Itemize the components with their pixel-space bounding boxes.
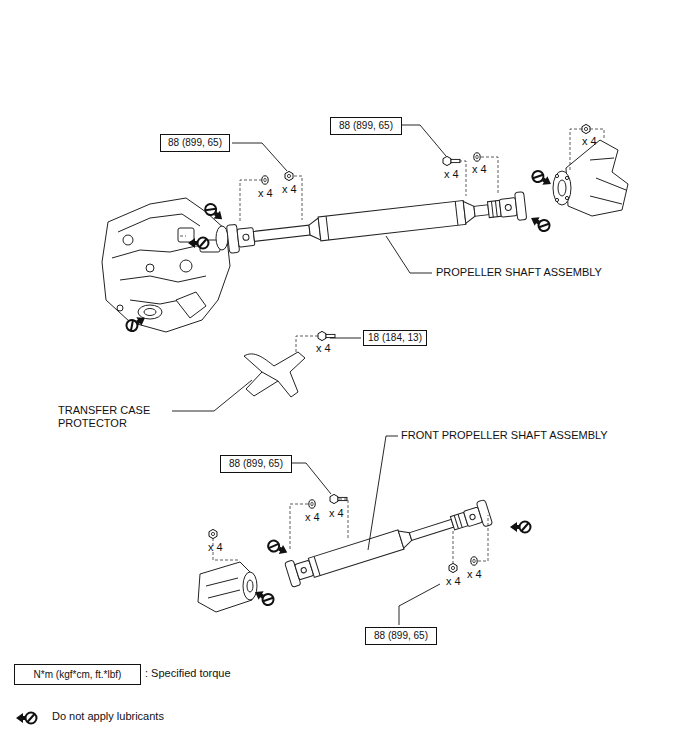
- quantity-label: x 4: [305, 511, 320, 524]
- torque-value: 88 (899, 65): [168, 137, 222, 149]
- legend-text: : Specified torque: [145, 667, 231, 679]
- quantity-label: x 4: [316, 342, 331, 355]
- propeller-shaft: [226, 192, 526, 254]
- legend-text: Do not apply lubricants: [52, 710, 164, 722]
- torque-box: 88 (899, 65): [330, 117, 402, 135]
- torque-box: 88 (899, 65): [220, 455, 292, 473]
- legend-entry: : Specified torque: [145, 667, 231, 680]
- torque-value: 88 (899, 65): [229, 458, 283, 470]
- torque-box: 88 (899, 65): [160, 134, 230, 152]
- quantity-label: x 4: [444, 168, 459, 181]
- rear-differential: [553, 140, 628, 216]
- front-propeller-shaft: [285, 499, 493, 587]
- quantity-label: x 4: [472, 163, 487, 176]
- no-lubricant-symbols: [16, 169, 554, 724]
- front-differential: [198, 562, 257, 612]
- legend-entry: Do not apply lubricants: [52, 710, 164, 723]
- leader-lines: [172, 125, 446, 625]
- quantity-label: x 4: [467, 568, 482, 581]
- transfer-case-protector: [244, 352, 305, 397]
- quantity-label: x 4: [329, 507, 344, 520]
- quantity-label: x 4: [282, 183, 297, 196]
- torque-box: N*m (kgf*cm, ft.*lbf): [14, 664, 141, 685]
- part-name: FRONT PROPELLER SHAFT ASSEMBLY: [401, 429, 608, 442]
- torque-value: 88 (899, 65): [339, 120, 393, 132]
- fasteners: [209, 124, 590, 572]
- transfer-case: [102, 198, 230, 332]
- torque-box: 18 (184, 13): [363, 330, 427, 346]
- part-name: PROPELLER SHAFT ASSEMBLY: [436, 266, 602, 279]
- torque-value: 18 (184, 13): [368, 332, 422, 344]
- quantity-label: x 4: [446, 575, 461, 588]
- torque-value: 88 (899, 65): [374, 630, 428, 642]
- quantity-label: x 4: [258, 187, 273, 200]
- part-name: TRANSFER CASE PROTECTOR: [58, 404, 168, 430]
- alignment-lines: [180, 129, 604, 564]
- torque-value: N*m (kgf*cm, ft.*lbf): [34, 669, 122, 681]
- quantity-label: x 4: [582, 135, 597, 148]
- quantity-label: x 4: [208, 541, 223, 554]
- torque-box: 88 (899, 65): [365, 627, 437, 645]
